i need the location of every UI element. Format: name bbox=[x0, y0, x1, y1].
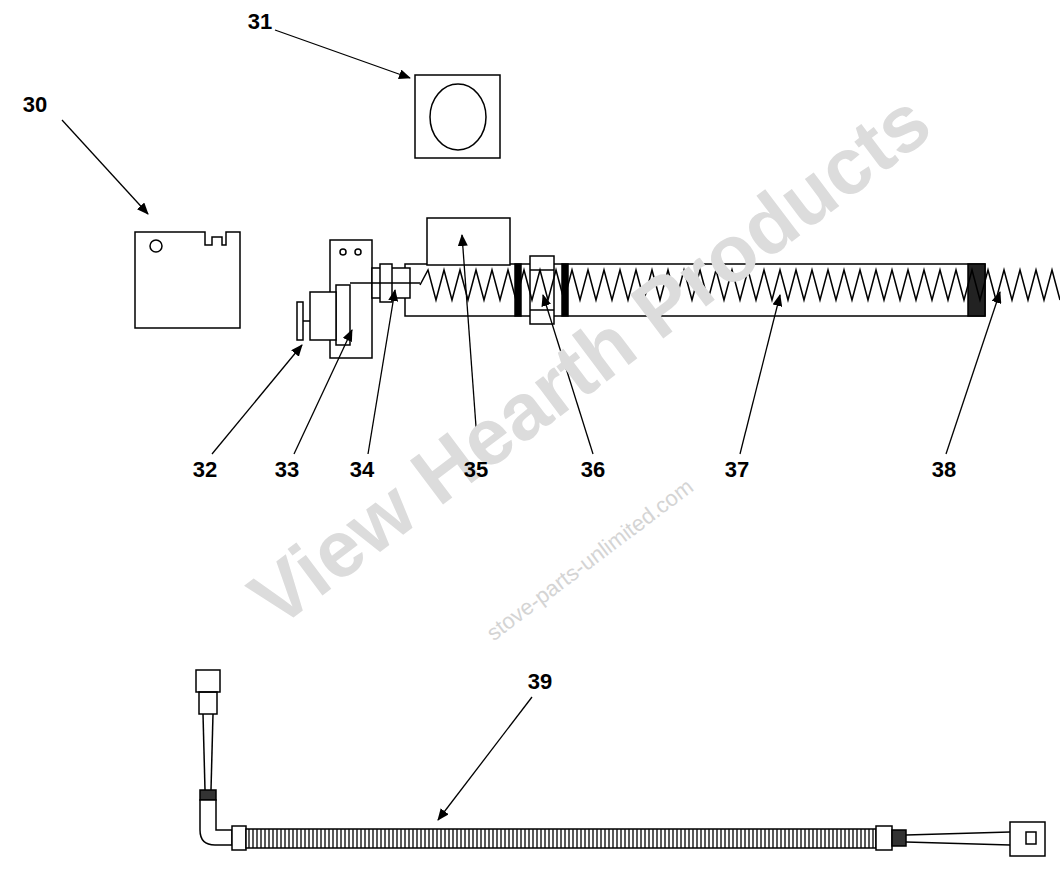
callout-number: 33 bbox=[275, 459, 299, 481]
callout-number: 34 bbox=[350, 459, 374, 481]
callout-number: 36 bbox=[581, 459, 605, 481]
callout-number: 35 bbox=[464, 459, 488, 481]
callout-number: 37 bbox=[725, 459, 749, 481]
callout-number: 39 bbox=[528, 671, 552, 693]
watermark: stove-parts-unlimited.com bbox=[483, 475, 697, 644]
callout-number: 32 bbox=[193, 459, 217, 481]
callout-number: 30 bbox=[23, 94, 47, 116]
callout-number: 31 bbox=[248, 11, 272, 33]
callout-number: 38 bbox=[932, 459, 956, 481]
